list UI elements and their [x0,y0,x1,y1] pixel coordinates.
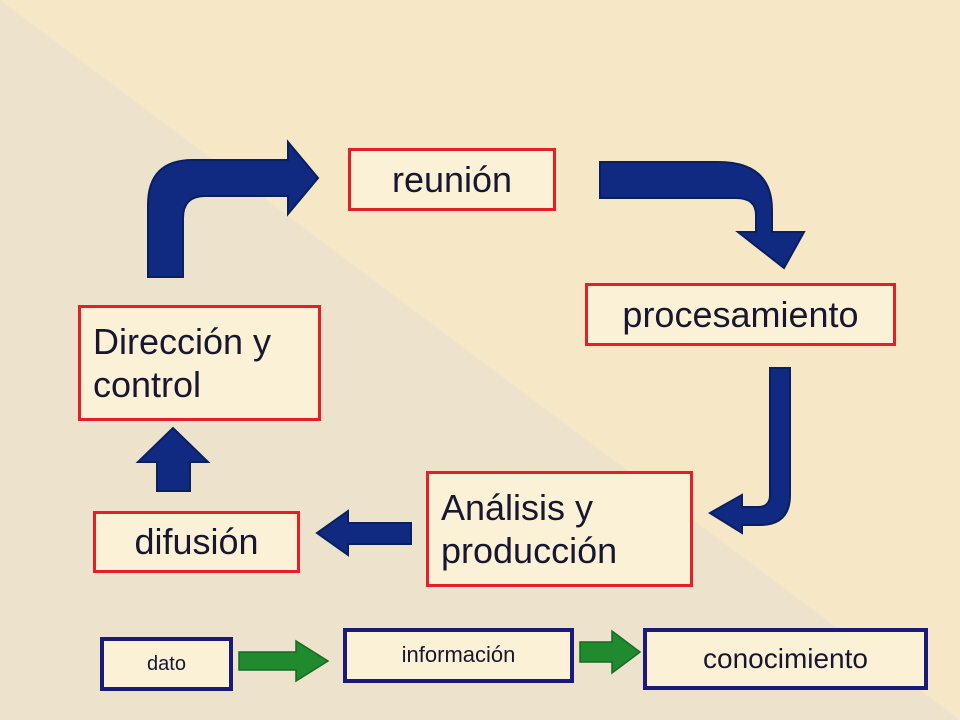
node-analisis-line2: producción [441,530,618,571]
cycle-arrow-to-procesamiento [599,161,806,270]
node-conocimiento-label: conocimiento [703,643,868,675]
node-dato-label: dato [147,653,186,675]
cycle-arrow-to-analisis [708,367,791,535]
node-dato: dato [100,637,233,691]
node-procesamiento-label: procesamiento [622,293,859,335]
node-direccion-line1: Dirección y [93,320,272,362]
node-direccion-text: Dirección y control [93,320,271,406]
cycle-arrow-to-difusion [315,509,412,557]
progression-arrow-to-conocimiento [579,629,642,675]
node-informacion: información [343,628,574,683]
node-conocimiento: conocimiento [643,628,928,690]
node-informacion-label: información [401,642,516,668]
node-reunion: reunión [348,148,556,211]
node-difusion-label: difusión [134,521,259,563]
node-procesamiento: procesamiento [585,283,896,346]
node-analisis-line1: Análisis y [441,486,594,528]
cycle-arrow-to-direccion [135,426,211,492]
node-direccion-line2: control [93,364,202,405]
progression-arrow-to-informacion [238,639,330,683]
node-analisis-text: Análisis y producción [441,486,617,572]
node-analisis-produccion: Análisis y producción [426,471,693,587]
node-difusion: difusión [93,511,300,573]
cycle-arrow-to-reunion [147,139,320,278]
node-reunion-label: reunión [391,158,513,200]
node-direccion-control: Dirección y control [78,305,321,421]
